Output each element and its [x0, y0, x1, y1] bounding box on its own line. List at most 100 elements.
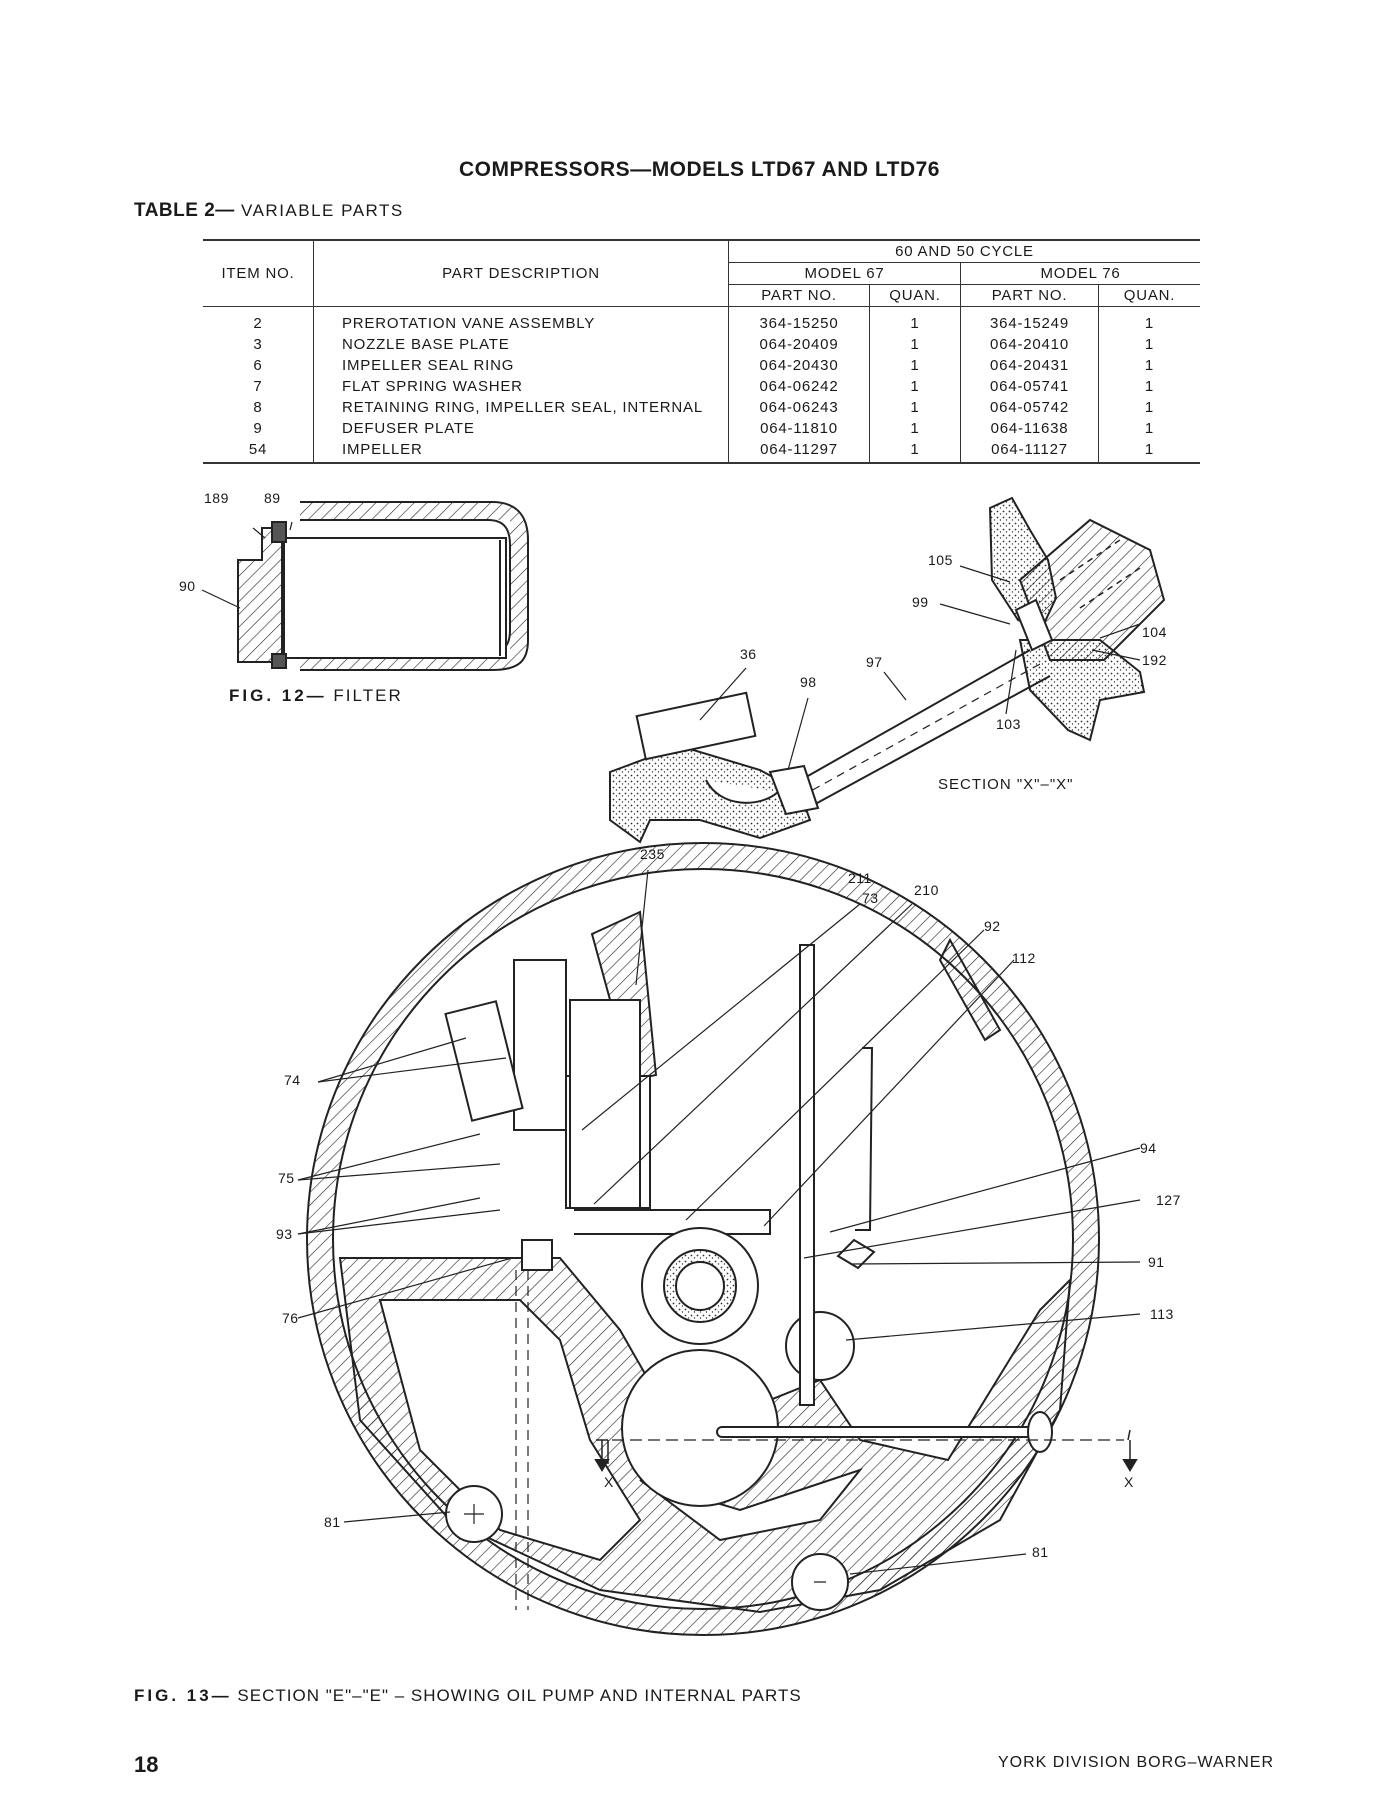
section-xx-caption: SECTION "X"–"X": [938, 776, 1074, 793]
part-description: RETAINING RING, IMPELLER SEAL, INTERNAL: [313, 397, 729, 418]
quan-67: 1: [869, 355, 961, 376]
label-94: 94: [1140, 1140, 1157, 1156]
quan-67: 1: [869, 439, 961, 464]
fig12-caption: FIG. 12— FILTER: [229, 686, 403, 706]
table-row: 54 IMPELLER 064-11297 1 064-11127 1: [203, 439, 1200, 464]
part-no-67: 364-15250: [728, 306, 870, 334]
label-91: 91: [1148, 1254, 1165, 1270]
table-row: 8 RETAINING RING, IMPELLER SEAL, INTERNA…: [203, 397, 1200, 418]
part-no-76: 064-20431: [960, 355, 1099, 376]
page-title: COMPRESSORS—MODELS LTD67 AND LTD76: [459, 158, 940, 181]
fig13-caption: FIG. 13— SECTION "E"–"E" – SHOWING OIL P…: [134, 1686, 802, 1706]
quan-76: 1: [1098, 397, 1200, 418]
part-no-76: 064-05741: [960, 376, 1099, 397]
label-127: 127: [1156, 1192, 1181, 1208]
part-description: PREROTATION VANE ASSEMBLY: [313, 306, 729, 334]
part-no-76: 064-11127: [960, 439, 1099, 464]
page-number: 18: [134, 1752, 159, 1777]
label-36: 36: [740, 646, 757, 662]
quan-67: 1: [869, 376, 961, 397]
part-no-67: 064-11810: [728, 418, 870, 439]
table-row: 3 NOZZLE BASE PLATE 064-20409 1 064-2041…: [203, 334, 1200, 355]
quan-76: 1: [1098, 418, 1200, 439]
quan-76: 1: [1098, 355, 1200, 376]
item-no: 7: [253, 378, 263, 395]
part-no-67: 064-20409: [728, 334, 870, 355]
fig13-caption-text: SECTION "E"–"E" – SHOWING OIL PUMP AND I…: [237, 1686, 802, 1705]
table-row: 7 FLAT SPRING WASHER 064-06242 1 064-057…: [203, 376, 1200, 397]
variable-parts-table: ITEM NO. PART DESCRIPTION 60 AND 50 CYCL…: [203, 239, 1200, 464]
fig12-caption-text: FILTER: [333, 686, 403, 705]
item-no: 3: [253, 336, 263, 353]
label-81-right: 81: [1032, 1544, 1049, 1560]
item-no: 54: [203, 439, 314, 464]
item-no: 9: [253, 420, 263, 437]
label-76: 76: [282, 1310, 299, 1326]
item-no: 2: [253, 315, 263, 332]
table-row: 6 IMPELLER SEAL RING 064-20430 1 064-204…: [203, 355, 1200, 376]
label-75: 75: [278, 1170, 295, 1186]
oil-pump-section-drawing: [306, 842, 1138, 1636]
part-no-67: 064-06243: [728, 397, 870, 418]
part-description: DEFUSER PLATE: [313, 418, 729, 439]
label-93: 93: [276, 1226, 293, 1242]
leader-lines: [297, 565, 1141, 1575]
fig12-label-189: 189: [204, 490, 229, 506]
label-235: 235: [640, 846, 665, 862]
label-98: 98: [800, 674, 817, 690]
label-113: 113: [1150, 1306, 1174, 1322]
table-label-text: VARIABLE PARTS: [241, 201, 404, 220]
part-description: IMPELLER: [313, 439, 729, 464]
fig13-caption-label: FIG. 13—: [134, 1686, 232, 1705]
table-caption: TABLE 2— VARIABLE PARTS: [134, 200, 404, 222]
quan-67: 1: [869, 306, 961, 334]
table-row: 2 PREROTATION VANE ASSEMBLY 364-15250 1 …: [203, 306, 1200, 334]
label-97: 97: [866, 654, 883, 670]
label-103: 103: [996, 716, 1021, 732]
part-description: FLAT SPRING WASHER: [313, 376, 729, 397]
part-no-76: 064-05742: [960, 397, 1099, 418]
label-99: 99: [912, 594, 929, 610]
table-label: TABLE 2—: [134, 200, 235, 221]
label-x-right: X: [1124, 1474, 1134, 1490]
label-112: 112: [1012, 950, 1036, 966]
label-210: 210: [914, 882, 939, 898]
part-no-67: 064-20430: [728, 355, 870, 376]
label-92: 92: [984, 918, 1001, 934]
part-no-76: 064-20410: [960, 334, 1099, 355]
item-no: 6: [253, 357, 263, 374]
fig12-label-90: 90: [179, 578, 196, 594]
label-81-left: 81: [324, 1514, 341, 1530]
label-73: 73: [862, 890, 879, 906]
quan-76: 1: [1098, 334, 1200, 355]
label-192: 192: [1142, 652, 1167, 668]
part-no-76: 064-11638: [960, 418, 1099, 439]
quan-67: 1: [869, 334, 961, 355]
table-row: 9 DEFUSER PLATE 064-11810 1 064-11638 1: [203, 418, 1200, 439]
col-cycle: 60 AND 50 CYCLE: [728, 239, 1200, 263]
filter-drawing: [201, 501, 529, 671]
part-description: NOZZLE BASE PLATE: [313, 334, 729, 355]
quan-76: 1: [1098, 376, 1200, 397]
label-105: 105: [928, 552, 953, 568]
footer-company: YORK DIVISION BORG–WARNER: [998, 1754, 1274, 1771]
fig12-caption-label: FIG. 12—: [229, 686, 327, 705]
item-no: 8: [253, 399, 263, 416]
col-quan-67: QUAN.: [869, 284, 961, 307]
col-part-no-76: PART NO.: [960, 284, 1099, 307]
quan-76: 1: [1098, 306, 1200, 334]
col-quan-76: QUAN.: [1098, 284, 1200, 307]
label-104: 104: [1142, 624, 1167, 640]
quan-76: 1: [1098, 439, 1200, 464]
quan-67: 1: [869, 397, 961, 418]
quan-67: 1: [869, 418, 961, 439]
fig12-label-89: 89: [264, 490, 281, 506]
part-no-76: 364-15249: [960, 306, 1099, 334]
section-xx-drawing: [609, 496, 1166, 844]
label-74: 74: [284, 1072, 301, 1088]
col-item-no: ITEM NO.: [203, 239, 314, 307]
part-no-67: 064-06242: [728, 376, 870, 397]
label-x-left: X: [604, 1474, 614, 1490]
part-description: IMPELLER SEAL RING: [313, 355, 729, 376]
